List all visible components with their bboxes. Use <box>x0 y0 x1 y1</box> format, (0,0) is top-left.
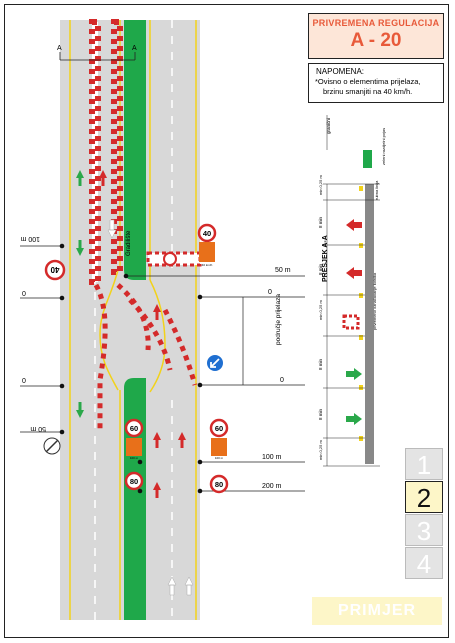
section-title: PRESJEK A-A <box>322 235 329 282</box>
distance-200m-right: 200 m <box>262 483 282 490</box>
speed-sign-60-median: 60 100 m <box>124 418 144 460</box>
title-line1: PRIVREMENA REGULACIJA <box>312 18 440 28</box>
distance-100m-left: 100 m <box>20 235 40 242</box>
section-label-edge-line: rubna linija <box>374 180 379 200</box>
section-dim-6: min 0,25 m <box>318 440 323 460</box>
section-label-temp-marking: privremeno označavanje kolnika <box>372 272 377 330</box>
barrier-column-left <box>89 19 101 285</box>
section-label-median: zeleni razdjelni pojas <box>381 128 386 165</box>
section-marker <box>59 52 136 61</box>
svg-text:100 m: 100 m <box>215 456 224 460</box>
no-entry-sign <box>163 252 177 266</box>
example-label: PRIMJER <box>312 597 442 625</box>
title-box: PRIVREMENA REGULACIJA A - 20 <box>308 13 444 59</box>
svg-text:40: 40 <box>203 229 211 238</box>
speed-sign-60-right: 60 100 m <box>209 418 229 460</box>
section-label-boundary: granični <box>326 118 331 134</box>
page-1[interactable]: 1 <box>405 448 443 480</box>
page-3[interactable]: 3 <box>405 514 443 546</box>
svg-text:80: 80 <box>130 477 138 486</box>
page-2[interactable]: 2 <box>405 481 443 513</box>
speed-sign-40-left: 40 <box>44 259 66 281</box>
section-dim-2: 8 min <box>318 263 323 275</box>
drawing-frame <box>4 4 449 638</box>
svg-text:60: 60 <box>215 424 223 433</box>
speed-sign-80-median: 80 <box>124 471 144 491</box>
page-selector: 1 2 3 4 <box>405 448 443 580</box>
svg-text:100 m: 100 m <box>130 456 139 460</box>
keep-left-sign <box>207 355 223 371</box>
svg-text:40 km/h: 40 km/h <box>202 263 213 267</box>
distance-100m-right: 100 m <box>262 454 282 461</box>
median-upper <box>124 20 146 270</box>
section-label-right: A <box>132 45 137 52</box>
end-restriction-sign <box>43 437 61 455</box>
distance-0-right-b: 0 <box>280 377 284 384</box>
distance-0-right-a: 0 <box>268 289 272 296</box>
barrier-column-right <box>111 19 123 275</box>
note-heading: NAPOMENA: <box>316 67 365 76</box>
distance-dots <box>59 243 203 494</box>
section-dim-5: 8 min <box>318 408 323 420</box>
title-line2: A - 20 <box>350 30 402 51</box>
note-box: NAPOMENA: *Ovisno o elementima prijelaza… <box>308 63 444 103</box>
svg-text:60: 60 <box>130 424 138 433</box>
section-label-left: A <box>57 45 62 52</box>
section-dim-1: 8 min <box>318 216 323 228</box>
distance-lines <box>20 245 305 492</box>
distance-50m-left: 50 m <box>30 425 46 432</box>
svg-text:40: 40 <box>50 265 59 274</box>
speed-sign-80-right: 80 <box>209 474 229 494</box>
distance-0-left-a: 0 <box>22 291 26 298</box>
works-label: Gradilište <box>126 230 132 256</box>
section-dim-0: min 0,25 m <box>318 175 323 195</box>
page-4[interactable]: 4 <box>405 547 443 579</box>
note-line2: brzinu smanjiti na 40 km/h. <box>323 87 413 96</box>
cross-section <box>323 115 380 467</box>
barrier-diagonal <box>93 283 198 430</box>
section-dim-3: min 0,25 m <box>318 300 323 320</box>
svg-text:80: 80 <box>215 480 223 489</box>
speed-sign-40: 40 40 km/h <box>197 223 217 267</box>
note-line1: *Ovisno o elementima prijelaza, <box>315 77 421 86</box>
distance-50m: 50 m <box>275 267 291 274</box>
section-dim-4: 8 min <box>318 358 323 370</box>
distance-0-left-b: 0 <box>22 378 26 385</box>
arrows <box>76 170 194 596</box>
transition-label: područje prijelaza <box>275 294 282 345</box>
